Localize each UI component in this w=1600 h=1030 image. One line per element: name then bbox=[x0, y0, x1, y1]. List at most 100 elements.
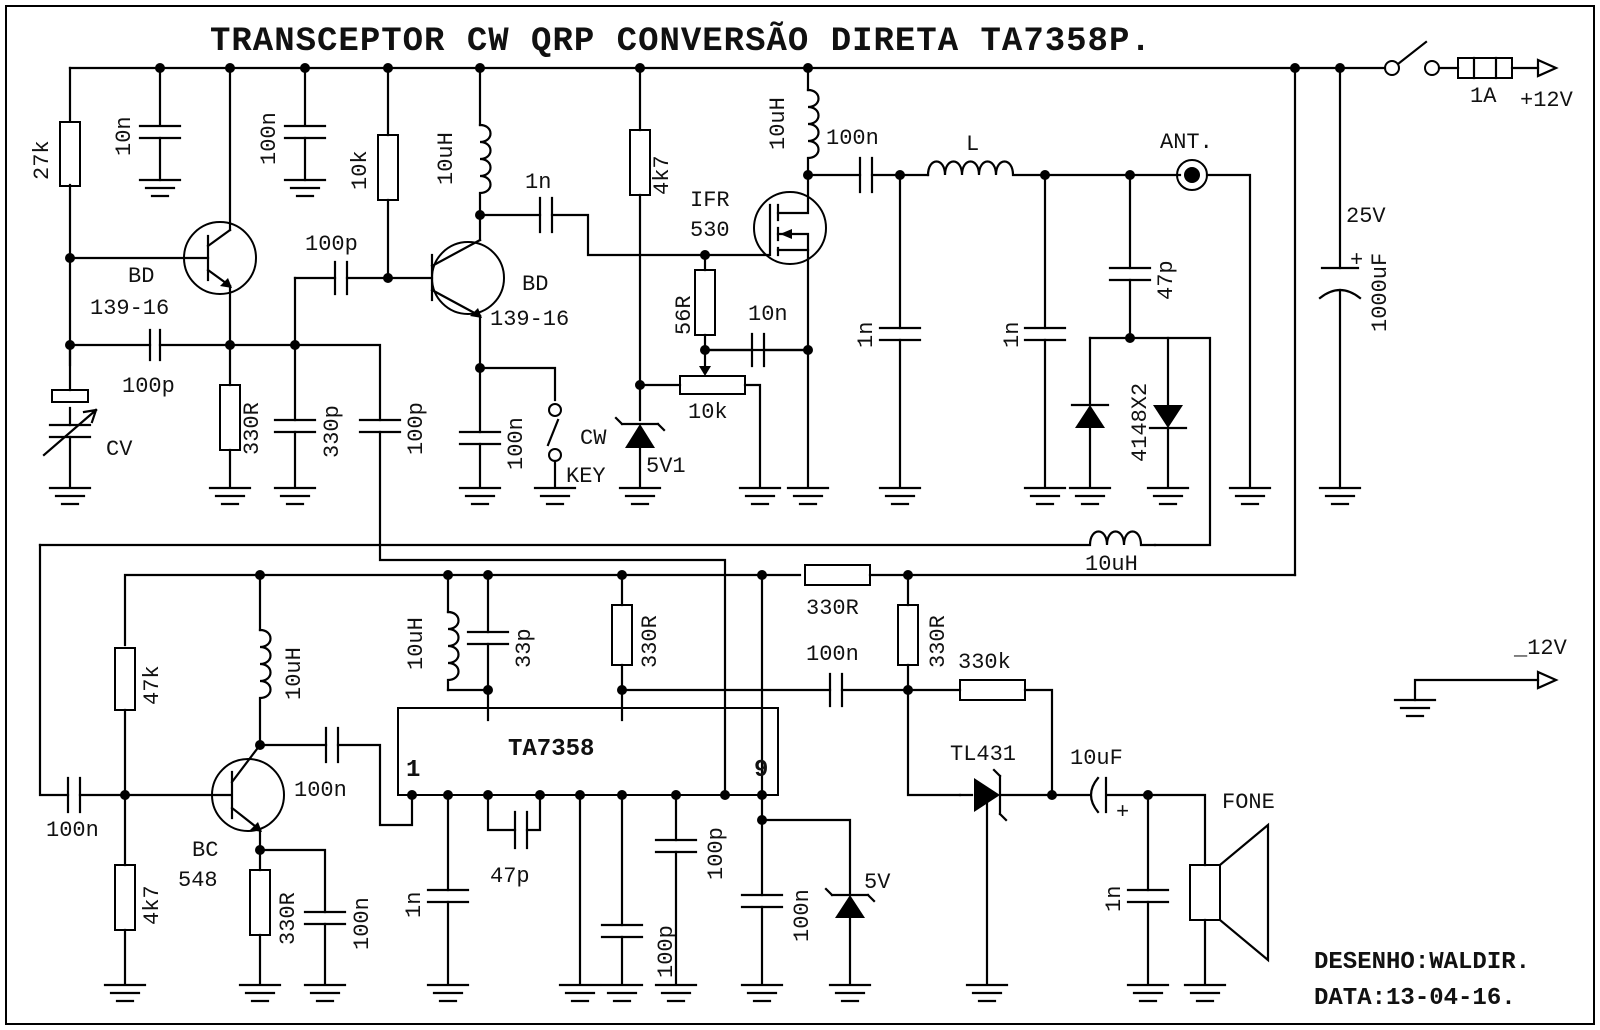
label-tl431: TL431 bbox=[950, 742, 1016, 767]
cap-100n-d-coupling bbox=[828, 672, 844, 708]
resistor-330k bbox=[959, 679, 1026, 701]
label-47p-b: 47p bbox=[490, 864, 530, 889]
label-ta7358: TA7358 bbox=[508, 736, 594, 763]
cap-100p-d bbox=[654, 838, 698, 854]
label-56R: 56R bbox=[672, 295, 697, 335]
cap-100n-b bbox=[858, 156, 874, 194]
label-author: DESENHO:WALDIR. bbox=[1314, 949, 1530, 976]
label-cv: CV bbox=[106, 437, 133, 462]
resistor-4k7-bottom bbox=[114, 864, 136, 931]
cap-100n-c bbox=[458, 430, 502, 446]
cap-330p bbox=[273, 418, 317, 434]
label-25V: 25V bbox=[1346, 204, 1386, 229]
cap-1n-d bbox=[426, 888, 470, 904]
cap-1n-a bbox=[538, 196, 554, 234]
resistor-330R-b bbox=[804, 564, 871, 586]
inductor-L bbox=[926, 160, 1047, 177]
potentiometer-10k bbox=[679, 375, 746, 395]
label-q1-bd: BD bbox=[128, 264, 154, 289]
label-ant: ANT. bbox=[1160, 130, 1213, 155]
label-100n-e: 100n bbox=[294, 778, 347, 803]
label-cw: CW bbox=[580, 426, 607, 451]
cap-1n-e bbox=[1126, 888, 1170, 904]
label-100n-h: 100n bbox=[790, 889, 815, 942]
cap-1000uF bbox=[1318, 288, 1362, 300]
label-330R-c: 330R bbox=[638, 615, 663, 668]
label-fone: FONE bbox=[1222, 790, 1275, 815]
label-1n-b: 1n bbox=[854, 322, 879, 348]
label-100p-b: 100p bbox=[305, 232, 358, 257]
label-q1-num: 139-16 bbox=[90, 296, 169, 321]
junction-dots bbox=[65, 63, 1345, 855]
cap-10n-b bbox=[750, 332, 766, 368]
label-pin1: 1 bbox=[406, 757, 420, 784]
cap-47p-b bbox=[513, 810, 529, 850]
resistor-10k bbox=[377, 134, 399, 201]
label-100n-top: 100n bbox=[257, 112, 282, 165]
resistor-330R-d bbox=[897, 604, 919, 666]
label-1A: 1A bbox=[1470, 84, 1497, 109]
label-330k: 330k bbox=[958, 650, 1011, 675]
transistor-q2 bbox=[430, 238, 505, 370]
resistor-330R-c bbox=[611, 604, 633, 666]
ic-ta7358 bbox=[397, 707, 779, 796]
label-plus-1000uF: + bbox=[1350, 248, 1363, 273]
tl431 bbox=[974, 778, 1000, 812]
label-1n-a: 1n bbox=[525, 170, 551, 195]
label-date: DATA:13-04-16. bbox=[1314, 985, 1516, 1012]
zener-5v1 bbox=[625, 424, 655, 448]
label-4k7-top: 4k7 bbox=[650, 155, 675, 195]
label-4k7-bottom: 4k7 bbox=[140, 885, 165, 925]
label-neg12v: _12V bbox=[1513, 636, 1568, 661]
cap-100n-g bbox=[303, 910, 347, 926]
inductor-10uH-d bbox=[258, 628, 272, 700]
resistor-27k bbox=[59, 121, 81, 187]
title: TRANSCEPTOR CW QRP CONVERSÃO DIRETA TA73… bbox=[210, 22, 1152, 61]
label-5v1: 5V1 bbox=[646, 454, 686, 479]
label-330R-b: 330R bbox=[806, 596, 859, 621]
label-bc: BC bbox=[192, 838, 218, 863]
cap-1n-c bbox=[1023, 326, 1067, 342]
label-100n-b: 100n bbox=[826, 126, 879, 151]
mosfet-ifr530 bbox=[703, 173, 830, 506]
label-100n-g: 100n bbox=[350, 897, 375, 950]
cap-100p-e bbox=[600, 923, 644, 939]
variable-cap-cv bbox=[48, 423, 92, 439]
cap-100n-h bbox=[740, 893, 784, 909]
cap-47p-a bbox=[1108, 266, 1152, 282]
label-pin9: 9 bbox=[754, 757, 768, 784]
inductor-10uH-e bbox=[446, 610, 460, 692]
transistor-bc548 bbox=[123, 743, 285, 1003]
label-47k: 47k bbox=[140, 665, 165, 705]
label-100p-d: 100p bbox=[704, 827, 729, 880]
label-10uH-e: 10uH bbox=[404, 617, 429, 670]
label-q2-bd: BD bbox=[522, 272, 548, 297]
label-10k: 10k bbox=[348, 150, 373, 190]
label-33p: 33p bbox=[512, 628, 537, 668]
cap-100n-top bbox=[283, 124, 327, 140]
label-4148x2: 4148X2 bbox=[1128, 383, 1153, 462]
diode-4148-a bbox=[1075, 405, 1105, 428]
speaker-fone bbox=[1183, 822, 1270, 1003]
resistor-56R bbox=[694, 269, 716, 336]
label-ifr: IFR bbox=[690, 188, 730, 213]
label-pot10k: 10k bbox=[688, 400, 728, 425]
label-plus12v: +12V bbox=[1520, 88, 1574, 113]
label-530: 530 bbox=[690, 218, 730, 243]
label-100n-f: 100n bbox=[46, 818, 99, 843]
label-10uH-c: 10uH bbox=[1085, 552, 1138, 577]
transistor-q1 bbox=[68, 221, 257, 347]
label-330p: 330p bbox=[320, 405, 345, 458]
cap-10n bbox=[138, 124, 182, 140]
diode-4148-b bbox=[1153, 405, 1183, 428]
label-10n: 10n bbox=[112, 116, 137, 156]
label-27k: 27k bbox=[30, 140, 55, 180]
label-100n-c: 100n bbox=[504, 417, 529, 470]
label-100p-e: 100p bbox=[654, 925, 679, 978]
label-47p-a: 47p bbox=[1154, 260, 1179, 300]
label-10n-b: 10n bbox=[748, 302, 788, 327]
label-1000uF: 1000uF bbox=[1368, 253, 1393, 332]
label-key: KEY bbox=[566, 464, 606, 489]
label-330R-e: 330R bbox=[276, 892, 301, 945]
